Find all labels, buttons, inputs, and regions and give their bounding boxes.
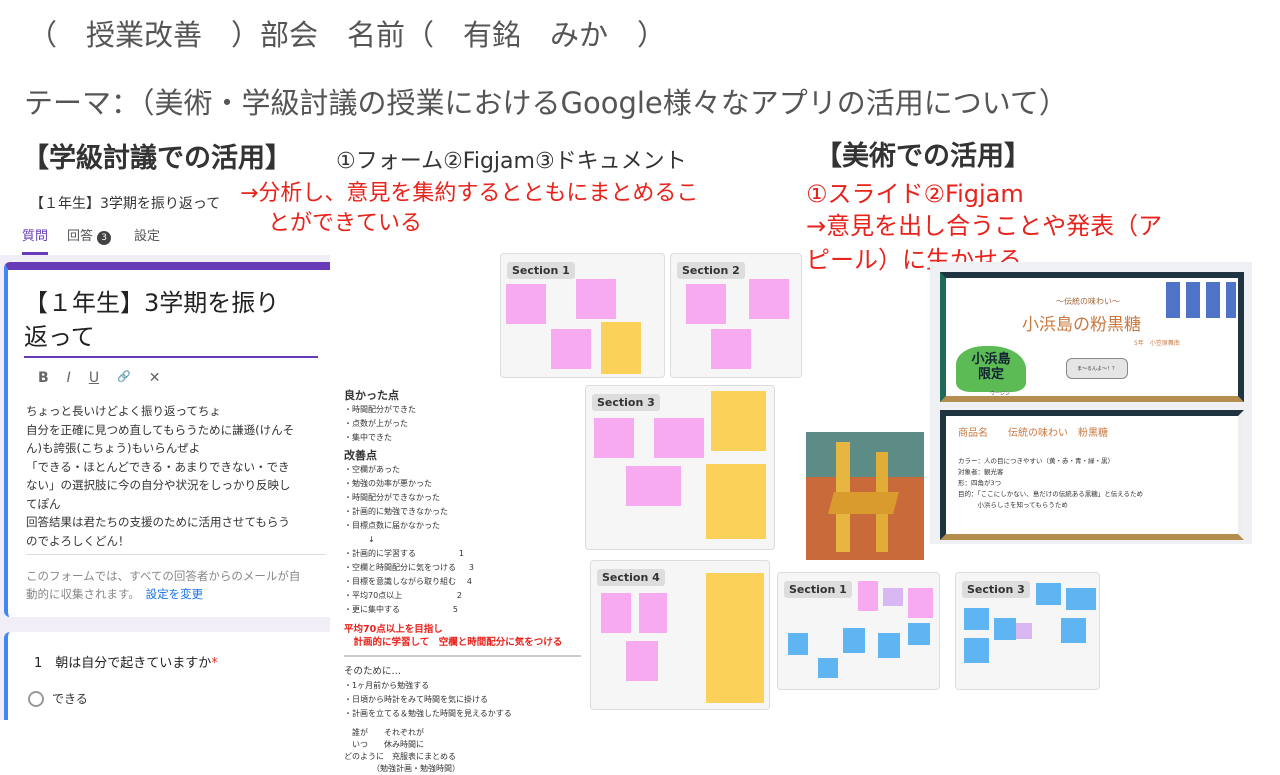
art-note: →意見を出し合うことや発表（ア (806, 212, 1163, 240)
slide-product: 商品名 伝統の味わい 粉黒糖 カラー：人の目につきやすい（黄・赤・青・緑・黒）対… (940, 410, 1244, 540)
question-card[interactable]: 1 朝は自分で起きていますか* できる (4, 632, 330, 720)
class-discussion-note: とができている (268, 211, 423, 236)
class-discussion-apps: ①フォーム②Figjam③ドキュメント (336, 149, 687, 174)
form-doc-title: 【１年生】3学期を振り返って (30, 196, 221, 212)
tab-questions[interactable]: 質問 (22, 225, 49, 255)
pattern-decoration (1166, 282, 1236, 318)
figjam-section: Section 1 (777, 572, 940, 690)
product-details: カラー：人の目につきやすい（黄・赤・青・緑・黒）対象者：観光客形：四角が3つ目的… (958, 457, 1144, 509)
google-form-screenshot: 【１年生】3学期を振り返って 質問 回答 3 設定 【１年生】3学期を振り返って… (0, 185, 330, 720)
underline-icon[interactable]: U (88, 370, 100, 386)
radio-icon[interactable] (28, 690, 44, 707)
art-heading: 【美術での活用】 (815, 141, 1031, 172)
email-collection-note: このフォームでは、すべての回答者からのメールが自動的に収集されます。 設定を変更 (26, 569, 301, 601)
reflection-document: 良かった点 ・時間配分ができた・点数が上がった・集中できた 改善点 ・空欄があっ… (340, 385, 585, 773)
figjam-section: Section 2 (670, 253, 802, 378)
change-settings-link[interactable]: 設定を変更 (145, 587, 204, 601)
figjam-section: Section 1 (500, 253, 665, 378)
form-title-input[interactable]: 【１年生】3学期を振り返って (24, 286, 318, 358)
slide-theme: テーマ：（美術・学級討議の授業におけるGoogle様々なアプリの活用について） (24, 86, 1068, 120)
slide-title: （ 授業改善 ）部会 名前（ 有銘 みか ） (28, 18, 667, 52)
response-count-badge: 3 (97, 231, 112, 245)
figjam-section: Section 4 (590, 560, 770, 710)
question-text: 1 朝は自分で起きていますか* (34, 656, 218, 671)
tab-label: 回答 (67, 229, 94, 244)
link-icon[interactable]: 🔗 (117, 370, 131, 383)
product-label: 商品名 伝統の味わい 粉黒糖 (958, 428, 1108, 439)
clear-format-icon[interactable]: ✕ (148, 370, 161, 386)
art-apps: ①スライド②Figjam (806, 180, 1024, 208)
option-radio[interactable]: できる (28, 690, 88, 707)
class-discussion-note: →分析し、意見を集約するとともにまとめるこ (240, 181, 699, 206)
form-description-input[interactable]: ちょっと長いけどよく振り返ってちょ自分を正確に見つめ直してもらうために謙遜(けん… (26, 402, 326, 555)
tab-settings[interactable]: 設定 (134, 229, 161, 244)
figjam-section: Section 3 (955, 572, 1100, 690)
limited-stamp: 小浜島限定 (956, 346, 1026, 392)
italic-icon[interactable]: I (66, 370, 71, 386)
figjam-section: Section 3 (585, 385, 775, 550)
slide-title-page: ～伝統の味わい～ 小浜島の粉黒糖 5年 小笠原舞南 小浜島限定 ま～るんよ～！？… (940, 272, 1244, 402)
tab-responses[interactable]: 回答 3 (67, 225, 112, 245)
class-discussion-heading: 【学級討議での活用】 (22, 143, 292, 174)
speech-bubble: ま～るんよ～！？ (1066, 358, 1129, 379)
chair-painting-image (806, 432, 924, 560)
format-toolbar: B I U 🔗 ✕ (38, 370, 161, 386)
bold-icon[interactable]: B (38, 370, 49, 386)
